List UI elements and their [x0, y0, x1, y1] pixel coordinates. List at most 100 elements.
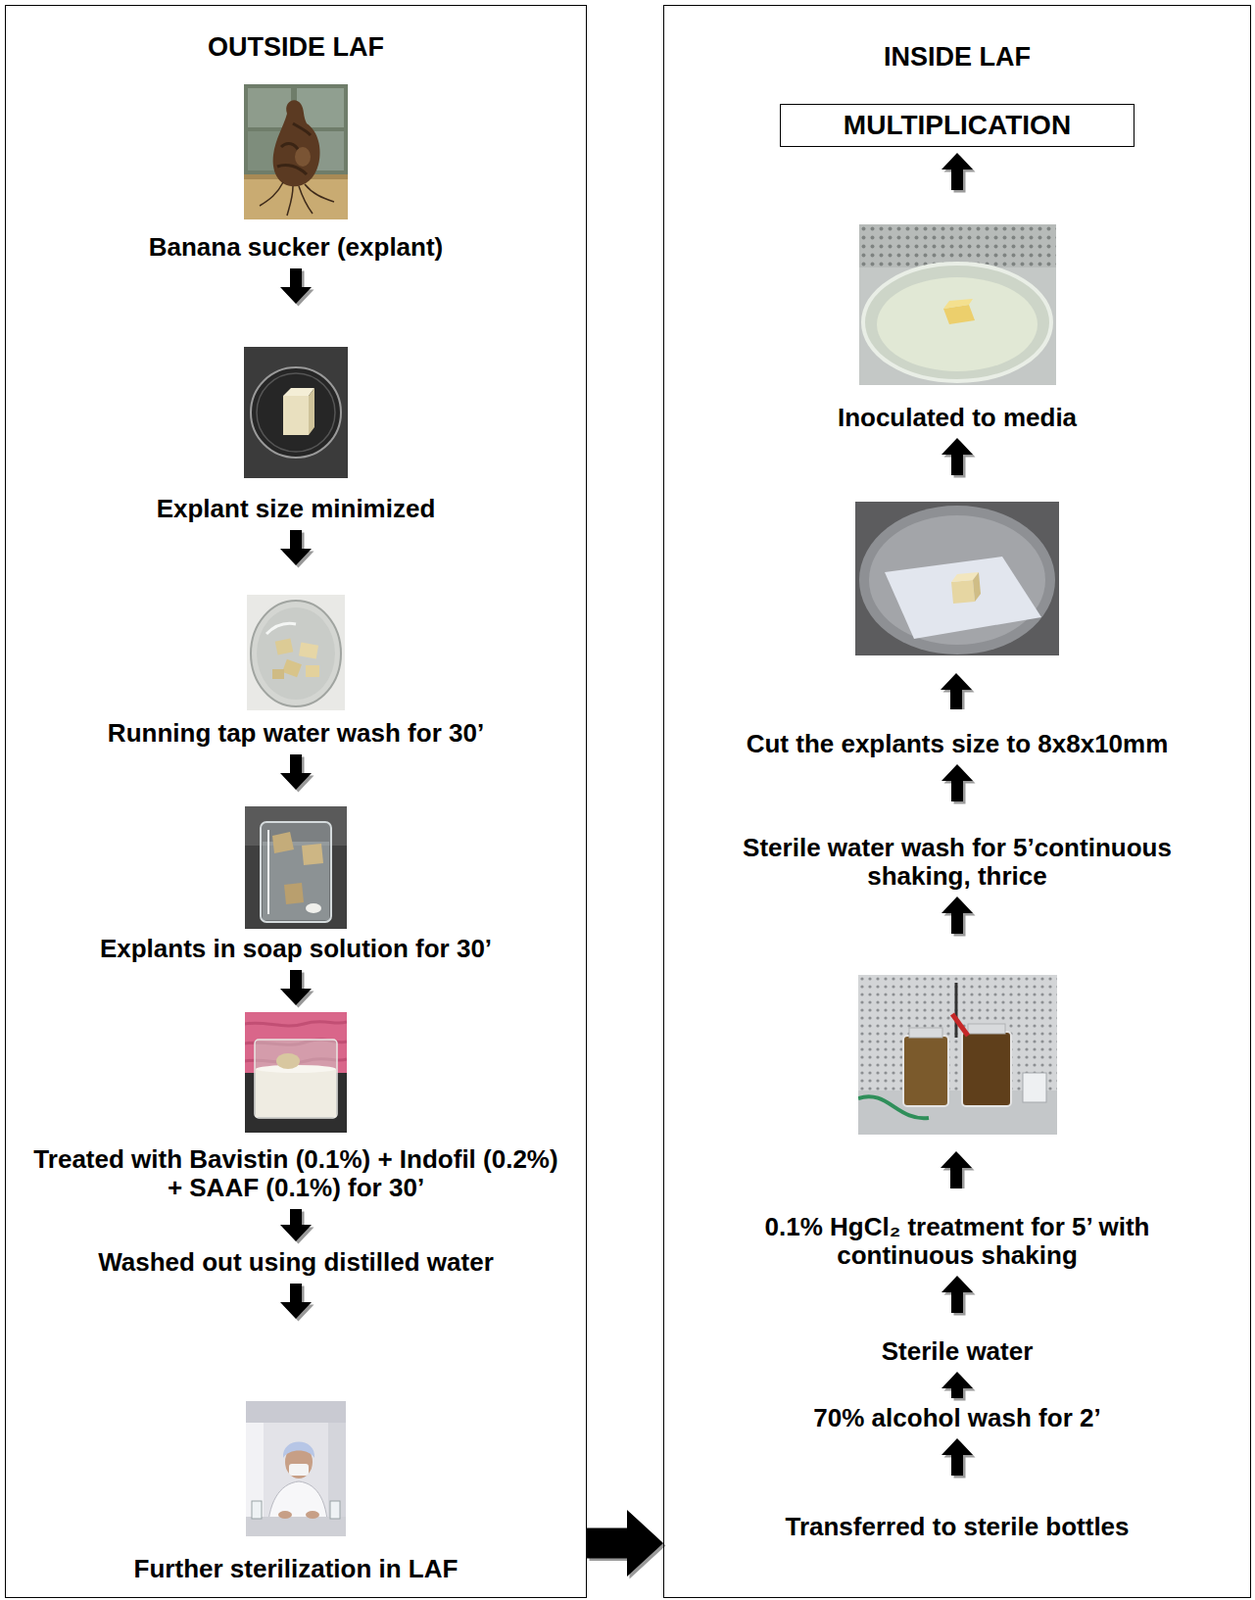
- connector-group: [941, 1275, 976, 1316]
- hood-backdrop: [858, 974, 1058, 1135]
- explant-block: [972, 572, 981, 602]
- process-box: MULTIPLICATION: [779, 103, 1135, 147]
- hood-backdrop: [245, 1400, 346, 1423]
- box-label: MULTIPLICATION: [792, 108, 1122, 143]
- sucker-roots: [259, 182, 284, 206]
- bench: [251, 1500, 262, 1519]
- connector-group: [941, 896, 976, 937]
- step-caption: Washed out using distilled water: [21, 1248, 571, 1277]
- explant-pieces: [275, 637, 294, 655]
- process-step: Transferred to sterile bottles: [682, 1512, 1232, 1542]
- wash-bowl: [250, 600, 341, 707]
- sink-backdrop: [246, 594, 345, 711]
- flow-arrow: [280, 530, 312, 566]
- glass-jar: [260, 821, 332, 922]
- process-step: Inoculated to media: [682, 224, 1232, 433]
- sucker-corm: [277, 123, 311, 175]
- sterile-paper: [884, 556, 1042, 639]
- glass-jar: [254, 1039, 338, 1118]
- explant-block: [943, 298, 975, 325]
- connector-group: [586, 1509, 667, 1580]
- step-caption: Treated with Bavistin (0.1%) + Indofil (…: [26, 1145, 566, 1203]
- process-step: Washed out using distilled water: [21, 1248, 571, 1277]
- connector-group: [280, 1283, 315, 1322]
- connector-group: [941, 764, 976, 805]
- sucker-corm: [294, 146, 311, 167]
- connector-group: [941, 1438, 976, 1479]
- explant-pieces: [272, 831, 294, 854]
- explant-pieces: [282, 659, 302, 678]
- connector-group: [280, 754, 315, 793]
- photo-frame: [21, 346, 571, 479]
- photo-frame: [21, 1400, 571, 1537]
- flow-arrow: [941, 1438, 973, 1476]
- explant-piece: [276, 1053, 300, 1069]
- culture-jar: [863, 263, 1052, 382]
- step-caption: Explant size minimized: [21, 494, 571, 524]
- explant-pieces: [298, 642, 319, 660]
- flow-arrow: [280, 1208, 312, 1242]
- glass-jar: [255, 1068, 337, 1117]
- flow-arrow: [941, 896, 973, 934]
- explant-block: [951, 572, 981, 604]
- laminar-flow-photo: [245, 1400, 346, 1537]
- lab-fittings: [952, 1013, 968, 1036]
- glass-jar: [262, 841, 330, 920]
- step-caption: Further sterilization in LAF: [21, 1554, 571, 1584]
- photo-frame: [682, 224, 1232, 386]
- bench-backdrop: [855, 501, 1060, 656]
- hood-backdrop: [245, 1400, 346, 1537]
- treatment-jars: [903, 1035, 949, 1107]
- lab-fittings: [858, 982, 1047, 1118]
- process-step: Sterile water: [682, 1337, 1232, 1366]
- culture-jar: [863, 263, 1052, 382]
- step-caption: Sterile water wash for 5’continuous shak…: [726, 833, 1188, 891]
- panel-heading: INSIDE LAF: [664, 42, 1251, 73]
- explant-block: [308, 387, 315, 435]
- sucker-roots: [304, 184, 335, 202]
- hood-backdrop: [859, 224, 1057, 386]
- photo-frame: [21, 806, 571, 929]
- photo-frame: [21, 84, 571, 220]
- bench: [330, 1500, 340, 1519]
- step-caption: Explants in soap solution for 30’: [21, 934, 571, 964]
- connector-group: [280, 268, 315, 307]
- photo-frame: [741, 1151, 1173, 1189]
- step-caption: 0.1% HgCl₂ treatment for 5’ with continu…: [741, 1212, 1173, 1270]
- explant-pieces: [272, 637, 320, 679]
- explant-pieces: [272, 831, 324, 914]
- tap-wash-photo: [246, 594, 345, 711]
- sterile-paper: [884, 556, 1042, 639]
- step-arrow: [936, 673, 978, 710]
- flow-arrow: [941, 437, 973, 476]
- explant-pieces: [272, 669, 285, 679]
- soap-solution-photo: [244, 806, 347, 929]
- bench-backdrop: [244, 1012, 347, 1133]
- wash-bowl: [256, 607, 336, 700]
- sucker-corm: [273, 99, 321, 187]
- process-step: Further sterilization in LAF: [21, 1400, 571, 1584]
- bench-backdrop: [244, 806, 347, 929]
- flow-arrow: [280, 1283, 312, 1319]
- bench-backdrop: [243, 346, 348, 479]
- explant-block: [283, 387, 315, 435]
- operator: [283, 1442, 315, 1459]
- step-caption: Transferred to sterile bottles: [682, 1512, 1232, 1542]
- treatment-jars: [967, 1023, 1006, 1034]
- banana-sucker-photo: [243, 84, 348, 220]
- explant-dish-photo: [243, 346, 348, 479]
- photo-frame: [741, 974, 1173, 1135]
- cutting-tray-photo: [855, 501, 1060, 656]
- step-arrow: [940, 1151, 975, 1189]
- bench-backdrop: [855, 501, 1060, 656]
- step-arrow: [940, 673, 975, 710]
- step-arrow: [936, 1151, 978, 1189]
- transfer-arrow: [586, 1509, 664, 1577]
- bench: [245, 1516, 346, 1537]
- hood-backdrop: [859, 224, 1057, 386]
- inoculated-jar-photo: [859, 224, 1057, 386]
- process-step: Cut the explants size to 8x8x10mm: [682, 501, 1232, 759]
- process-step: Treated with Bavistin (0.1%) + Indofil (…: [26, 1012, 566, 1203]
- steel-tray: [859, 505, 1056, 655]
- flow-arrow: [280, 754, 312, 790]
